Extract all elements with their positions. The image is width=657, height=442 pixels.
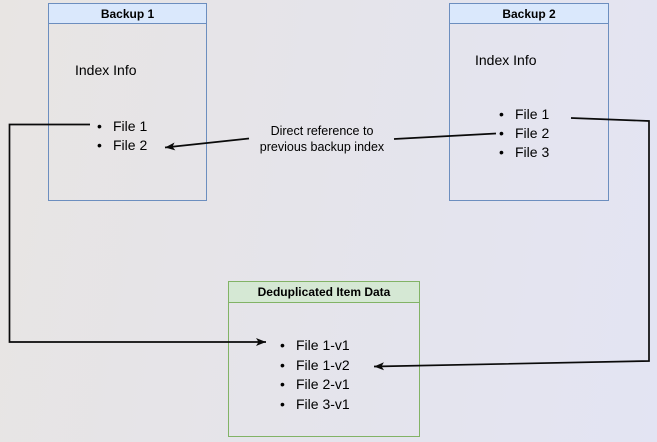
annotation-line2: previous backup index xyxy=(259,139,385,154)
annotation-direct-reference: Direct reference to previous backup inde… xyxy=(238,124,406,155)
backup1-box: Backup 1 xyxy=(48,3,207,201)
backup1-index-info-label: Index Info xyxy=(75,62,137,78)
backup2-title: Backup 2 xyxy=(502,6,556,21)
backup2-file-item: File 2 xyxy=(499,124,549,143)
backup2-file-list: File 1 File 2 File 3 xyxy=(499,105,549,162)
backup2-header: Backup 2 xyxy=(450,4,608,24)
backup1-file-item: File 2 xyxy=(97,136,147,155)
backup1-file-list: File 1 File 2 xyxy=(97,117,147,155)
dedup-title: Deduplicated Item Data xyxy=(257,285,391,299)
backup2-file-item: File 3 xyxy=(499,143,549,162)
dedup-file-list: File 1-v1 File 1-v2 File 2-v1 File 3-v1 xyxy=(280,336,350,415)
backup1-title: Backup 1 xyxy=(100,6,155,21)
backup2-file-item: File 1 xyxy=(499,105,549,124)
dedup-file-item: File 1-v1 xyxy=(280,336,350,356)
dedup-box: Deduplicated Item Data xyxy=(228,281,420,437)
backup1-file-item: File 1 xyxy=(97,117,147,136)
backup1-header: Backup 1 xyxy=(49,4,206,24)
dedup-file-item: File 2-v1 xyxy=(280,375,350,395)
backup2-index-info-label: Index Info xyxy=(475,52,537,68)
dedup-file-item: File 1-v2 xyxy=(280,356,350,376)
dedup-header: Deduplicated Item Data xyxy=(229,282,419,303)
annotation-line1: Direct reference to xyxy=(270,124,374,138)
backup2-box: Backup 2 xyxy=(449,3,609,201)
dedup-file-item: File 3-v1 xyxy=(280,395,350,415)
